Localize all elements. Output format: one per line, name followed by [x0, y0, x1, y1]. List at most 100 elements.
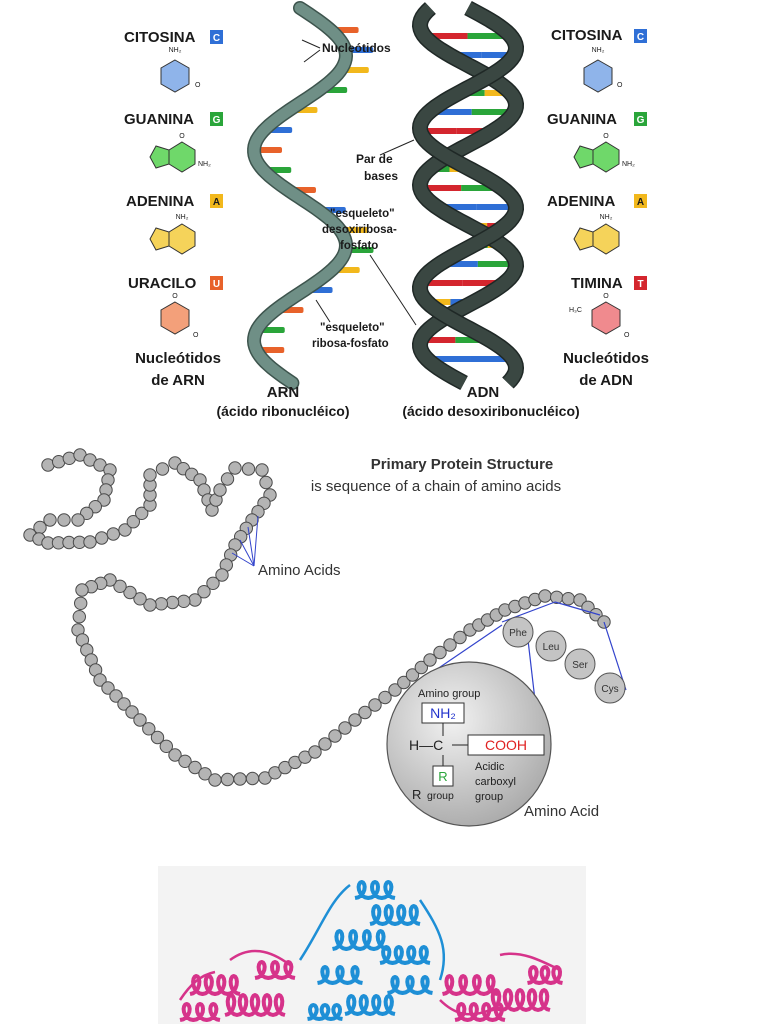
base-name: ADENINA: [547, 193, 616, 210]
dna-base-pair: [467, 33, 511, 39]
amino-acids-callout: Amino Acids: [231, 515, 341, 579]
base-letter: T: [637, 279, 643, 290]
amino-acid-bead: [142, 722, 156, 736]
amino-acid-bead: [57, 513, 71, 527]
amino-acid-bead: [75, 583, 89, 597]
amino-acid-bead: [74, 596, 88, 610]
blue-helix: [354, 880, 396, 900]
helix-annotations: Nucleótidos Par de bases "esqueleto" des…: [301, 39, 417, 350]
amino-acid-bead: [423, 653, 437, 667]
base-badge-u: [210, 276, 223, 290]
dna-base-pair: [471, 109, 515, 115]
amino-acid-bead: [43, 513, 57, 527]
ribbon-loop: [178, 970, 216, 1001]
blue-helix: [387, 975, 433, 995]
amino-acid-bead: [123, 585, 137, 600]
amino-acid-bead: [133, 592, 147, 606]
amino-acid-bead: [143, 598, 157, 612]
amino-acid-bead: [259, 475, 273, 490]
amino-acid-chain: [23, 448, 611, 787]
dna-base: [420, 337, 456, 343]
base-letter: U: [213, 279, 220, 290]
amino-acid-bead: [188, 593, 202, 607]
amino-acids-label: Amino Acids: [258, 562, 341, 579]
amino-acid-bead: [414, 660, 428, 675]
amino-acid-bead: [220, 472, 235, 486]
amino-acid-bead: [233, 772, 247, 786]
protein-subtitle: is sequence of a chain of amino acids: [311, 478, 561, 495]
dna-base-pair: [470, 356, 514, 362]
rna-backbone: [248, 2, 352, 389]
amino-group-label: Amino group: [418, 688, 480, 700]
ribbon-loop: [229, 949, 291, 967]
amino-acid-label: Amino Acid: [524, 803, 599, 820]
atom-label: O: [193, 332, 199, 339]
base-badge-a: [210, 194, 223, 208]
atom-label: NH₂: [169, 47, 182, 54]
callout-line: [231, 552, 255, 567]
pointer-line: [369, 254, 417, 326]
atom-label: O: [603, 133, 609, 140]
amino-acid-bead: [405, 668, 420, 682]
ribbon-loop: [418, 899, 446, 981]
atom-label: NH₂: [176, 214, 189, 221]
callout-line: [253, 515, 259, 567]
dna-base: [420, 280, 463, 286]
blue-helix: [344, 994, 396, 1016]
base-name: ADENINA: [126, 193, 195, 210]
h-c-label: H—C: [409, 737, 443, 753]
dna-base: [439, 261, 478, 267]
ribbon-loop: [298, 884, 351, 961]
residue-callout: Phe Leu Ser Cys: [423, 601, 627, 727]
amino-acid-bead: [125, 705, 139, 719]
amino-acid-bead: [397, 675, 411, 690]
residue-label: Cys: [601, 684, 618, 695]
blue-helix: [307, 1003, 343, 1021]
base-name: GUANINA: [547, 111, 617, 128]
pointer-line: [303, 49, 321, 63]
cooh-label: COOH: [485, 737, 527, 753]
cytosine-molecule: [160, 59, 190, 93]
amino-acid-bead: [443, 638, 457, 652]
amino-acid-bead: [165, 595, 180, 610]
amino-acid-bead: [188, 760, 202, 775]
rna-bases-column: CITOSINA C NH₂ O GUANINA G O NH₂ ADENINA…: [124, 29, 223, 389]
atom-label: NH₂: [622, 161, 635, 168]
callout-line: [239, 539, 255, 567]
residue-label: Phe: [509, 628, 527, 639]
amino-acid-bead: [378, 690, 392, 705]
base-uracil-left: URACILO U O O: [128, 275, 223, 339]
rna-backbone-label-2: ribosa-fosfato: [312, 338, 389, 350]
amino-acid-bead: [245, 771, 260, 786]
adenine-molecule: [592, 223, 620, 255]
residue-leu: [535, 630, 567, 662]
rna-subtitle: (ácido ribonucléico): [216, 403, 349, 419]
base-name: TIMINA: [571, 275, 623, 292]
guanine-molecule: [592, 141, 620, 173]
base-name: GUANINA: [124, 111, 194, 128]
amino-acid-bead: [109, 689, 123, 703]
pink-helix: [442, 974, 498, 996]
atom-label: NH₂: [592, 47, 605, 54]
atom-label: NH₂: [600, 214, 613, 221]
dna-base: [420, 128, 457, 134]
atom-label: O: [179, 133, 185, 140]
atom-label: H₃C: [569, 307, 582, 314]
dna-base-pair: [462, 280, 505, 286]
amino-acid-bead: [368, 698, 382, 712]
dna-backbone-label-3: fosfato: [340, 240, 378, 252]
amino-acid-bead: [198, 767, 212, 781]
adenine-molecule: [168, 223, 196, 255]
base-pair-label: Par de: [356, 152, 393, 166]
amino-acid-bead: [168, 748, 182, 762]
amino-acid-bead: [197, 585, 211, 599]
amino-acid-bead: [213, 483, 227, 497]
rna-nucleotides-caption: Nucleótidos: [135, 350, 221, 367]
amino-acid-bead: [154, 597, 169, 611]
dna-strand-1: [413, 2, 523, 388]
amino-acid-bead: [538, 589, 552, 603]
dna-backbone-label-2: desoxiribosa-: [322, 224, 397, 236]
base-thymine-right: TIMINA T H₃C O O: [569, 275, 647, 339]
base-adenine-right: ADENINA A NH₂: [547, 193, 647, 255]
dna-base-pair: [476, 204, 516, 210]
